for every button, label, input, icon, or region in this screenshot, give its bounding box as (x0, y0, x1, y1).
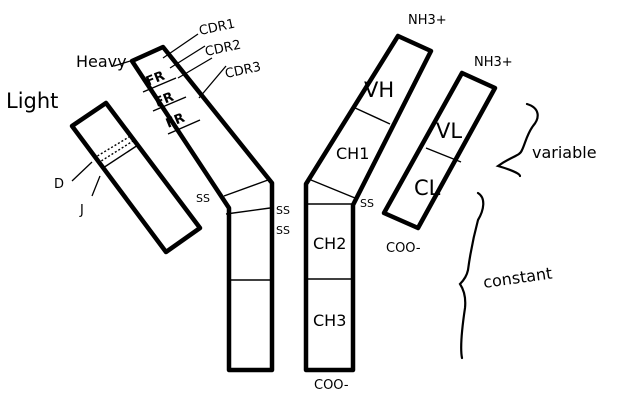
coo-heavy-label: COO- (314, 378, 349, 393)
vl-label: VL (436, 119, 462, 143)
ss-label-heavy-light: SS (360, 197, 374, 210)
cl-label: CL (414, 176, 441, 200)
ss-label-light-heavy: SS (196, 192, 210, 205)
nh3-right-label: NH3+ (474, 55, 513, 70)
nh3-top-label: NH3+ (408, 13, 447, 28)
cdr3-pointer-line-a (178, 58, 212, 78)
cdr2-label: CDR2 (204, 38, 243, 60)
ch3-label: CH3 (313, 311, 346, 330)
coo-light-label: COO- (386, 241, 421, 256)
light-label: Light (6, 89, 58, 113)
variable-bracket (498, 104, 538, 176)
j-pointer-line (92, 176, 100, 196)
j-label: J (79, 203, 84, 218)
d-pointer-line (72, 162, 92, 181)
ch1-label: CH1 (336, 144, 369, 163)
constant-bracket (460, 193, 483, 358)
cdr3-pointer-line-b (199, 66, 226, 98)
d-label: D (54, 177, 64, 192)
cdr3-label: CDR3 (224, 60, 263, 82)
ch2-label: CH2 (313, 234, 346, 253)
vh-label: VH (364, 78, 394, 102)
ss-label-hinge-lower: SS (276, 224, 290, 237)
ss-label-hinge-upper: SS (276, 204, 290, 217)
variable-label: variable (532, 143, 597, 162)
constant-label: constant (482, 263, 554, 291)
cdr1-label: CDR1 (198, 17, 237, 39)
heavy-label: Heavy (76, 52, 127, 71)
